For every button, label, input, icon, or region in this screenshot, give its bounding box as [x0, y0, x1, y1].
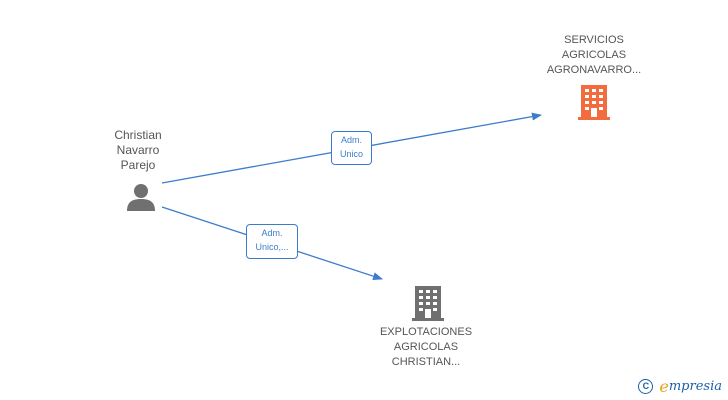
- building-icon[interactable]: [578, 84, 610, 120]
- edge-label-adm-unico[interactable]: Adm. Unico: [331, 131, 372, 165]
- person-name-line-1: Christian: [114, 128, 162, 142]
- edge-label-adm-unico-more[interactable]: Adm. Unico,...: [246, 224, 298, 259]
- company-servicios-line-2: AGRICOLAS: [561, 49, 627, 61]
- brand-name-rest: mpresia: [668, 379, 722, 394]
- company-explotaciones-line-2: AGRICOLAS: [393, 341, 459, 353]
- person-name-line-3: Parejo: [120, 158, 156, 172]
- edge-label-line-1: Adm.: [340, 135, 362, 145]
- company-explotaciones-name[interactable]: EXPLOTACIONES AGRICOLAS CHRISTIAN...: [356, 325, 496, 370]
- company-servicios-name[interactable]: SERVICIOS AGRICOLAS AGRONAVARRO...: [524, 33, 664, 78]
- edge-label-line-2: Unico: [339, 149, 363, 159]
- person-icon[interactable]: [126, 182, 156, 212]
- person-name[interactable]: Christian Navarro Parejo: [95, 128, 181, 173]
- company-explotaciones-line-3: CHRISTIAN...: [391, 356, 461, 368]
- company-servicios-line-3: AGRONAVARRO...: [546, 64, 642, 76]
- company-servicios-line-1: SERVICIOS: [564, 34, 624, 46]
- copyright-icon: C: [638, 379, 654, 394]
- edge-label-line-1: Adm.: [261, 228, 283, 238]
- brand-first-letter: e: [659, 377, 669, 396]
- person-name-line-2: Navarro: [116, 143, 160, 157]
- edge-label-line-2: Unico,...: [255, 242, 289, 252]
- company-explotaciones-line-1: EXPLOTACIONES: [379, 326, 473, 338]
- building-icon[interactable]: [412, 285, 444, 321]
